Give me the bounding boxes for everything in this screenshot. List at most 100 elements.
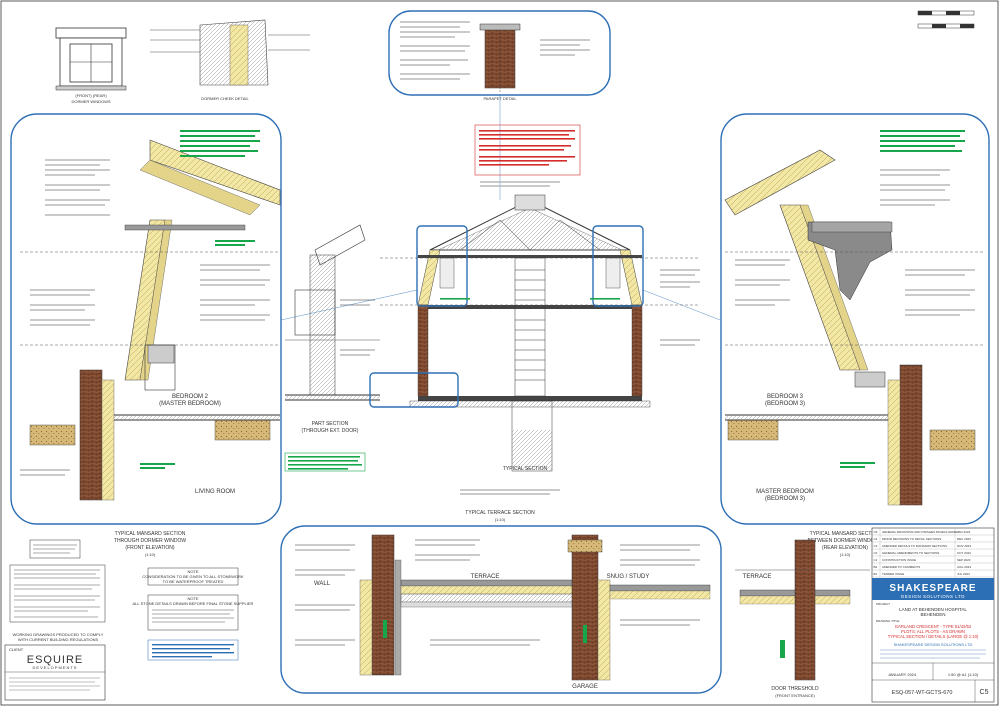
mansard-front-frame: [10, 113, 282, 525]
rev-code: B1: [874, 572, 878, 576]
rev-date: NOV 2023: [957, 544, 971, 548]
note2-heading: NOTE: [187, 596, 198, 601]
mansard-rear-title-3: (REAR ELEVATION): [822, 545, 868, 551]
rev-code: C4: [874, 537, 878, 541]
rev-date: DEC 2023: [957, 537, 971, 541]
dormer-cheek-caption: DORMER CHEEK DETAIL: [201, 96, 249, 101]
rev-date: OCT 2023: [957, 551, 971, 555]
room-label-master: MASTER BEDROOM: [756, 489, 814, 495]
working-drawings-note-2: WITH CURRENT BUILDING REGULATIONS: [18, 637, 99, 642]
parapet-caption: PARAPET DETAIL: [483, 96, 517, 101]
mansard-section-front: BEDROOM 2 (MASTER BEDROOM) LIVING ROOM: [10, 113, 282, 525]
terrace-scale: (1:10): [495, 517, 506, 522]
highlight-box-floor: [369, 372, 459, 408]
title-block: C5 GENERAL REVISIONS AND FINISHES PANELS…: [871, 527, 995, 703]
rev-desc: TENDER ISSUE: [882, 572, 904, 576]
note2-line1: ALL STONE DETAILS DRAWN BEFORE FINAL STO…: [133, 601, 254, 606]
mansard-front-title-3: (FRONT ELEVATION): [125, 545, 175, 551]
mansard-front-title-2: THROUGH DORMER WINDOW: [114, 538, 186, 544]
terrace-title: TYPICAL TERRACE SECTION: [465, 510, 535, 516]
revision-code: C5: [980, 689, 989, 696]
rev-code: C3: [874, 544, 878, 548]
client-label: CLIENT: [9, 647, 24, 652]
rev-code: B2: [874, 565, 878, 569]
room-label-terrace-left: TERRACE: [471, 574, 500, 580]
room-label-master-sub: (BEDROOM 3): [765, 496, 805, 502]
room-label-bedroom3: BEDROOM 3: [767, 394, 804, 400]
rev-desc: MINOR REVISIONS TO DETAIL SECTIONS: [882, 537, 941, 541]
rev-code: C5: [874, 530, 878, 534]
room-label-snug: SNUG / STUDY: [607, 574, 650, 580]
part-section: PART SECTION (THROUGH EXT. DOOR): [285, 224, 380, 434]
company-sub: DESIGN SOLUTIONS LTD: [901, 594, 965, 599]
room-label-bedroom2-sub: (MASTER BEDROOM): [159, 401, 221, 407]
door-threshold-detail: TERRACE DOOR THRESHOLD (FRONT ENTRANCE): [735, 539, 870, 698]
rev-code: C2: [874, 551, 878, 555]
rev-desc: GENERAL AMENDMENTS TO SECTIONS: [882, 551, 939, 555]
client-name: ESQUIRE: [27, 654, 84, 666]
parapet-detail: PARAPET DETAIL: [388, 10, 611, 101]
project-name: LAND AT BEHENDEN HOSPITAL: [899, 607, 967, 612]
mansard-rear-frame: [720, 113, 990, 525]
company-name: SHAKESPEARE: [889, 583, 976, 594]
mansard-front-scale: (1:10): [145, 552, 156, 557]
revision-table: C5 GENERAL REVISIONS AND FINISHES PANELS…: [872, 528, 994, 578]
dormer-elevation: (FRONT) (REAR) DORMER WINDOWS: [55, 27, 127, 104]
part-section-title: PART SECTION: [312, 421, 349, 427]
rev-desc: CONSTRUCTION ISSUE: [882, 558, 916, 562]
client-sub: DEVELOPMENTS: [33, 665, 78, 670]
rev-date: JUL 2023: [957, 572, 970, 576]
typical-section: TYPICAL SECTION: [280, 95, 721, 495]
rev-date: AUG 2023: [957, 565, 971, 569]
drawing-title-2: PLOTS: ALL PLOTS - AS DRAWN: [901, 629, 965, 634]
project-label: PROJECT: [876, 602, 890, 606]
company-logo-band: [872, 578, 994, 600]
parapet-frame: [388, 10, 611, 96]
drawing-title-3: TYPICAL SECTION / DETAILS (LARGE @ 1:10): [888, 634, 979, 639]
room-label-living: LIVING ROOM: [195, 489, 235, 495]
note1-line1: CONSIDERATION TO BE GIVEN TO ALL STONEWO…: [142, 574, 244, 579]
room-label-bedroom2: BEDROOM 2: [172, 394, 209, 400]
terrace-frame: [280, 525, 722, 694]
room-label-garage: GARAGE: [572, 684, 598, 690]
dormer-cheek-detail: DORMER CHEEK DETAIL: [150, 19, 310, 101]
room-label-terrace-right: TERRACE: [743, 574, 772, 580]
rev-date: JAN 2024: [957, 530, 971, 534]
scale-bar: [917, 10, 975, 29]
mansard-rear-scale: (1:10): [840, 552, 851, 557]
mansard-section-rear: BEDROOM 3 (BEDROOM 3) MASTER BEDROOM (BE…: [720, 113, 990, 525]
rev-code: C1: [874, 558, 878, 562]
door-threshold-title: DOOR THRESHOLD: [771, 686, 819, 692]
drawing-title-label: DRAWING TITLE: [876, 619, 899, 623]
typical-section-title: TYPICAL SECTION: [503, 466, 548, 472]
room-label-wall: WALL: [314, 581, 331, 587]
mansard-front-title: TYPICAL MANSARD SECTION: [115, 531, 186, 537]
rev-desc: GENERAL REVISIONS AND FINISHES PANELS AD…: [882, 530, 960, 534]
highlight-box-right: [592, 225, 644, 307]
note1-heading: NOTE: [187, 569, 198, 574]
rev-desc: AMENDED TO COMMENTS: [882, 565, 920, 569]
working-drawings-note: WORKING DRAWINGS PRODUCED TO COMPLY: [13, 632, 104, 637]
scale-value: 1:50 @ A1 (1:10): [948, 672, 979, 677]
door-threshold-sub: (FRONT ENTRANCE): [775, 693, 815, 698]
drawing-title-1: GARLAND CRESCENT - TYPE 51/42/52: [895, 624, 972, 629]
notes-panel: NOTE CONSIDERATION TO BE GIVEN TO ALL ST…: [9, 539, 254, 661]
dormer-caption-sub: DORMER WINDOWS: [71, 99, 110, 104]
part-section-sub: (THROUGH EXT. DOOR): [302, 428, 359, 434]
mansard-rear-title-2: BETWEEN DORMER WINDOWS: [808, 538, 884, 544]
mansard-rear-title: TYPICAL MANSARD SECTION: [810, 531, 881, 537]
drawing-number: ESQ-057-WT-GCTS-670: [892, 690, 953, 696]
company-footer: SHAKESPEARE DESIGN SOLUTIONS LTD: [894, 642, 973, 647]
highlight-box-left: [416, 225, 468, 307]
terrace-section: TYPICAL TERRACE SECTION (1:10): [280, 510, 722, 694]
date-value: JANUARY 2024: [888, 672, 917, 677]
note1-line2: TO BE WATERPROOF TREATED: [163, 579, 224, 584]
client-block: CLIENT ESQUIRE DEVELOPMENTS: [4, 644, 106, 701]
room-label-bedroom3-sub: (BEDROOM 3): [765, 401, 805, 407]
dormer-caption: (FRONT) (REAR): [75, 93, 107, 98]
rev-desc: AMENDED DETAILS TO MANSARD SECTIONS: [882, 544, 947, 548]
project-name-2: BEHENDEN: [920, 612, 945, 617]
